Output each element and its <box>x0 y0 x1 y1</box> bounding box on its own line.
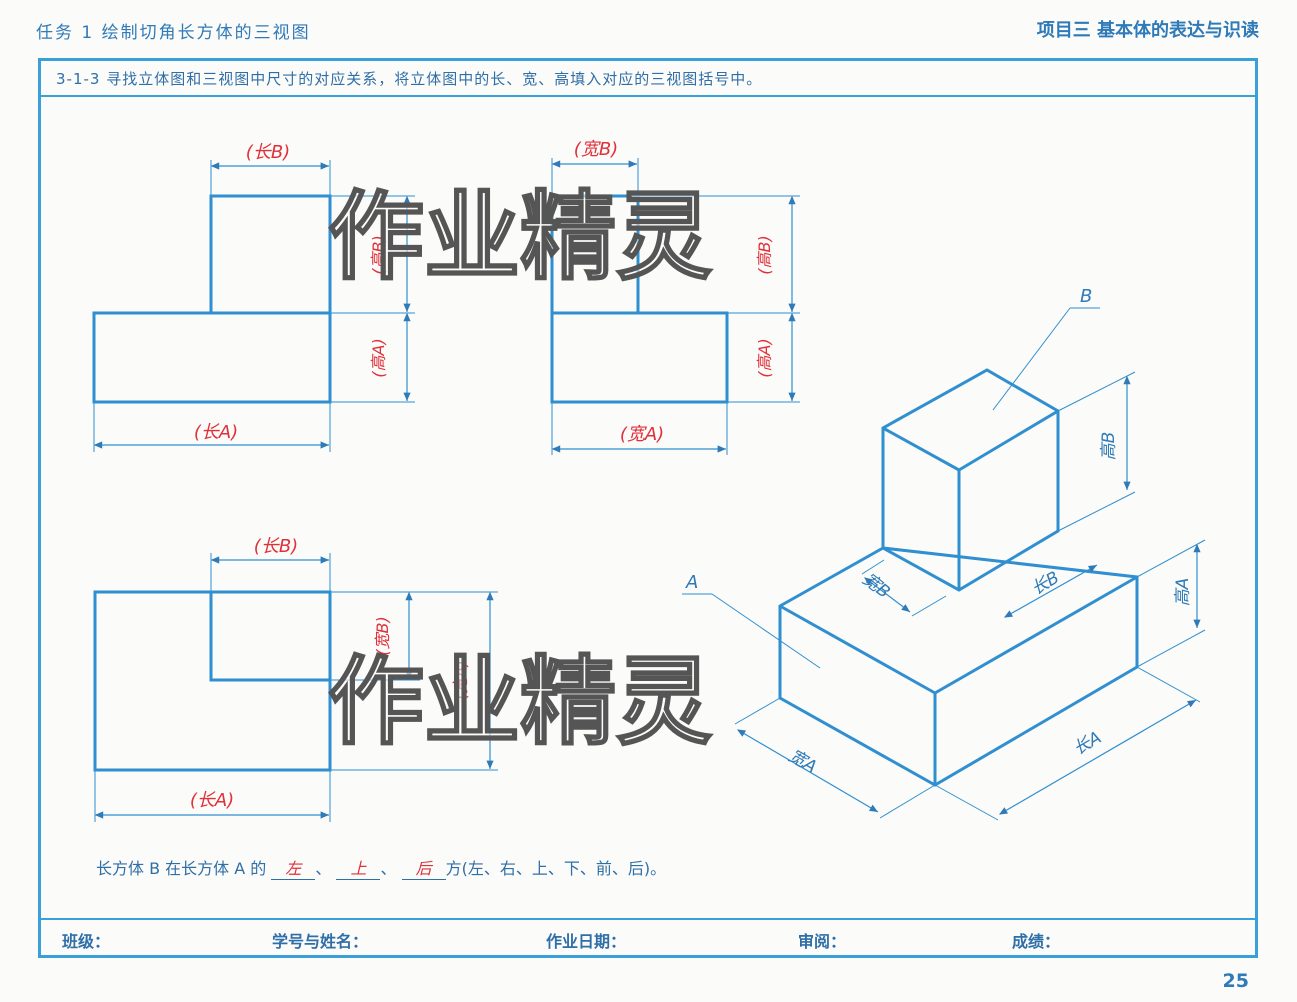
page-number: 25 <box>1222 970 1249 992</box>
divider <box>38 95 1258 97</box>
task-instruction: 3-1-3 寻找立体图和三视图中尺寸的对应关系，将立体图中的长、宽、高填入对应的… <box>56 70 763 88</box>
side-right-upper-label: (高B) <box>755 235 774 274</box>
isometric-drawing <box>778 368 1139 787</box>
answer-sentence: 长方体 B 在长方体 A 的 左、 上、 后方(左、右、上、下、前、后)。 <box>96 855 666 880</box>
iso-changB: 长B <box>1028 568 1063 600</box>
side-view <box>550 158 800 455</box>
watermark-lower: 作业精灵 <box>328 646 712 758</box>
front-right-upper-label: (高B) <box>369 235 388 274</box>
iso-kuanA: 宽A <box>785 746 820 778</box>
footer-grade: 成绩： <box>1012 932 1061 951</box>
top-bottom-label: (长A) <box>190 790 234 811</box>
sentence-prefix: 长方体 B 在长方体 A 的 <box>96 859 267 878</box>
worksheet-frame <box>38 58 1258 958</box>
front-right-lower-label: (高A) <box>369 338 388 377</box>
iso-changA: 长A <box>1070 728 1105 760</box>
sentence-suffix: 方(左、右、上、下、前、后)。 <box>445 859 667 878</box>
answer-2: 上 <box>336 855 381 880</box>
iso-gaoB: 高B <box>1099 432 1119 461</box>
footer-review: 审阅： <box>798 932 847 951</box>
footer-student: 学号与姓名： <box>272 932 369 951</box>
front-bottom-label: (长A) <box>194 422 238 443</box>
side-bottom-label: (宽A) <box>620 424 664 445</box>
sep-2: 、 <box>380 859 397 878</box>
answer-3: 后 <box>401 855 446 880</box>
watermark-upper: 作业精灵 <box>328 181 712 293</box>
top-view <box>93 553 498 822</box>
header-left: 任务 1 绘制切角长方体的三视图 <box>36 23 311 43</box>
sep-1: 、 <box>315 859 332 878</box>
front-view <box>92 160 415 452</box>
top-top-label: (长B) <box>254 536 298 557</box>
header-right: 项目三 基本体的表达与识读 <box>1036 20 1259 41</box>
front-top-label: (长B) <box>246 142 290 163</box>
iso-kuanB: 宽B <box>859 569 894 602</box>
side-top-label: (宽B) <box>574 139 618 160</box>
footer-divider <box>38 918 1258 920</box>
iso-gaoA: 高A <box>1173 578 1193 607</box>
top-right-inner-label: (宽B) <box>373 616 392 655</box>
iso-label-A: A <box>685 572 698 593</box>
footer-class: 班级： <box>62 932 111 951</box>
answer-1: 左 <box>271 855 316 880</box>
iso-label-B: B <box>1080 286 1092 307</box>
footer-date: 作业日期： <box>546 932 627 951</box>
top-right-outer-label: (宽A) <box>451 660 470 699</box>
side-right-lower-label: (高A) <box>755 338 774 377</box>
